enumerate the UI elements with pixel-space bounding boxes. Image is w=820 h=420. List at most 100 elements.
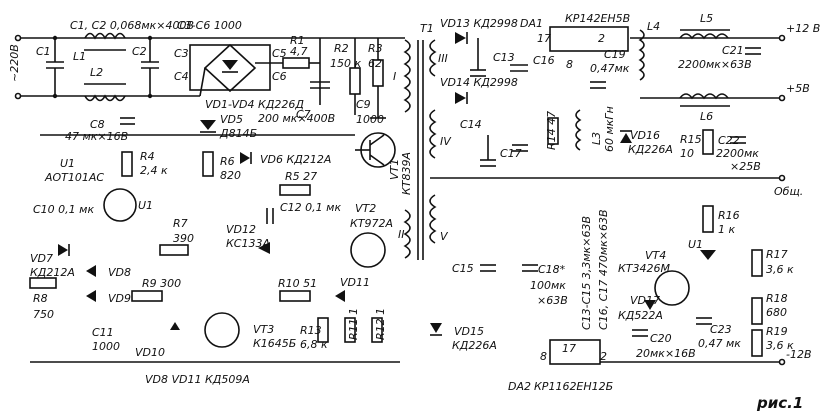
da2-pin-2: 2 (600, 350, 607, 363)
c19-label: C19 (604, 48, 626, 61)
r3-label: R3 (368, 42, 383, 55)
line-filter: C1, C2 0,068мк×400В C1 L1 L2 C2 (36, 19, 194, 102)
vt2-label: VT2 (355, 202, 376, 215)
vt1-type: КТ839А (400, 152, 413, 195)
l5-label: L5 (700, 12, 713, 25)
mains-label: ~220В (8, 44, 21, 82)
c18-voltage: ×63В (537, 294, 568, 307)
c1-label: C1 (36, 45, 51, 58)
c18-label: C18* (538, 263, 566, 276)
c23-value: 0,47 мк (698, 337, 741, 350)
t1-winding-v-label: V (440, 230, 449, 243)
u1-label: U1 (60, 157, 75, 170)
mains-input: ~220В (8, 34, 320, 100)
l3-label: L3 (590, 132, 603, 145)
c4-label: C4 (174, 70, 189, 83)
r5-label: R5 27 (285, 170, 317, 183)
r8-value: 750 (33, 308, 54, 321)
l6-label: L6 (700, 110, 713, 123)
t1-winding-iii-label: III (438, 52, 448, 65)
r19-label: R19 (766, 325, 788, 338)
l3-value: 60 мкГн (603, 106, 616, 152)
vd17-type: КД522А (618, 309, 663, 322)
rectifier-bridge: C3-C6 1000 C3 C4 C5 C6 VD1-VD4 КД226Д (174, 19, 304, 111)
output-common: Общ. (774, 185, 803, 198)
l2-label: L2 (90, 66, 103, 79)
output-plus-12v: +12 В (786, 22, 820, 35)
control-circuit: C8 47 мк×16В VD5 Д814Б R4 2,4 к R6 820 V… (29, 113, 400, 386)
c14-label: C14 (460, 118, 482, 131)
five-volt-section: C19 0,47мк R14 47 L3 60 мкГн VD16 КД226А… (545, 20, 673, 156)
vt4-type: КТ3426М (618, 262, 671, 275)
c19-value: 0,47мк (590, 62, 630, 75)
c22-voltage: ×25В (730, 160, 761, 173)
r7-value: 390 (173, 232, 194, 245)
vt3-type: К1645Б (253, 337, 296, 350)
r18-value: 680 (766, 306, 787, 319)
c11-value: 1000 (92, 340, 120, 353)
r1-value: 4,7 (290, 45, 308, 58)
vd16-type: КД226А (628, 143, 673, 156)
output-plus-5v: +5В (786, 82, 810, 95)
da2-pin-8: 8 (540, 350, 547, 363)
output-terminals: +12 В +5В Общ. -12В (430, 22, 820, 366)
vd17-label: VD17 (630, 294, 660, 307)
vt1-label: VT1 (388, 159, 401, 180)
c13-label: C13 (493, 51, 515, 64)
vd7-label: VD7 (30, 252, 53, 265)
c13-c15-note: C13-C15 3,3мк×63В (580, 216, 593, 330)
l1-label: L1 (73, 50, 86, 63)
vd13-label: VD13 КД2998 (440, 17, 518, 30)
vd7-type: КД212А (30, 266, 75, 279)
u1-type: АОТ101АС (44, 171, 104, 184)
r8-label: R8 (33, 292, 48, 305)
da2-type: КР1162ЕН12Б (534, 380, 613, 393)
vd8-label: VD8 (108, 266, 131, 279)
c9-label: C9 (356, 98, 371, 111)
c6-label: C6 (272, 70, 287, 83)
vd12-type: КС133А (226, 237, 270, 250)
c20-label: C20 (650, 332, 672, 345)
c17-label: C17 (500, 147, 522, 160)
c12-label: C12 0,1 мк (280, 201, 341, 214)
r13-label: R13 (300, 324, 322, 337)
c15-label: C15 (452, 262, 474, 275)
vd6-label: VD6 КД212А (260, 153, 331, 166)
da1-type: КР142ЕН5В (565, 12, 630, 25)
r4-value: 2,4 к (140, 164, 168, 177)
line-filter-caps-label: C1, C2 0,068мк×400В (70, 19, 194, 32)
r13-value: 6,8 к (300, 338, 328, 351)
vd5-label: VD5 (220, 113, 243, 126)
vd14-label: VD14 КД2998 (440, 76, 518, 89)
r15-value: 10 (680, 147, 694, 160)
c18-value: 100мк (530, 279, 566, 292)
c10-label: C10 0,1 мк (33, 203, 94, 216)
u1-led-label: U1 (688, 238, 703, 251)
figure-label: рис.1 (756, 394, 803, 412)
output-minus-12v: -12В (786, 348, 812, 361)
bridge-caps-label: C3-C6 1000 (177, 19, 242, 32)
r3-value: 62 (368, 57, 382, 70)
t1-label: T1 (420, 22, 434, 35)
c5-label: C5 (272, 47, 287, 60)
t1-winding-iv-label: IV (440, 135, 452, 148)
c22-value: 2200мк (716, 147, 759, 160)
vd5-type: Д814Б (219, 127, 257, 140)
c16-c17-note: C16, C17 470мк×63В (597, 209, 610, 330)
vt3-label: VT3 (253, 323, 274, 336)
t1-winding-i-label: I (393, 70, 396, 83)
da1-regulator: DA1 КР142ЕН5В 17 2 8 (520, 12, 630, 71)
vd10-label: VD10 (135, 346, 165, 359)
da2-regulator: DA2 КР1162ЕН12Б 8 17 2 (508, 339, 613, 393)
c20-value: 20мк×16В (636, 347, 696, 360)
transformer-t1: C9 1000 I T1 II III IV V (356, 22, 452, 260)
c8-label: C8 (90, 118, 105, 131)
da2-label: DA2 (508, 380, 531, 393)
r6-value: 820 (220, 169, 241, 182)
da1-pin-8: 8 (566, 58, 573, 71)
r17-label: R17 (766, 248, 788, 261)
vt1-transistor: VT1 КТ839А (355, 132, 413, 195)
c11-label: C11 (92, 326, 114, 339)
t1-winding-ii-label: II (398, 228, 405, 241)
